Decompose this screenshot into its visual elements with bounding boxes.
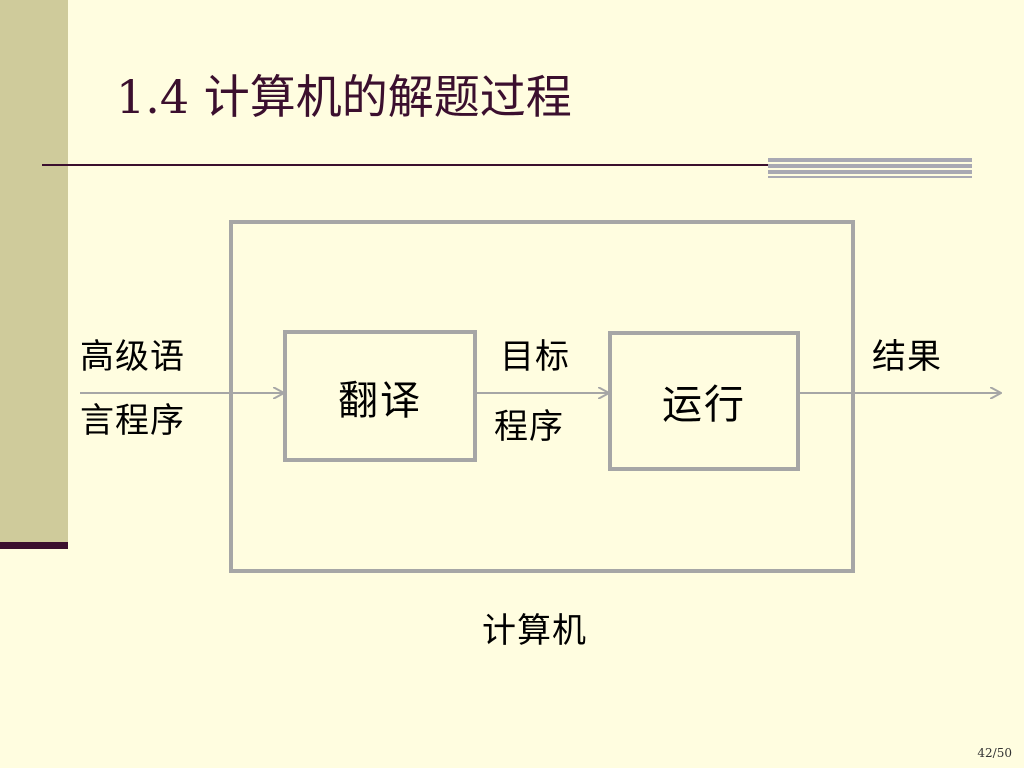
slide-title: 1.4 计算机的解题过程 <box>116 70 572 124</box>
computer-label: 计算机 <box>482 611 587 651</box>
left-sidebar-base-line <box>0 542 68 549</box>
middle-label-line1: 目标 <box>500 337 570 377</box>
left-sidebar-bar <box>0 0 68 548</box>
translate-label: 翻译 <box>338 378 422 424</box>
output-label: 结果 <box>872 337 942 377</box>
run-label: 运行 <box>662 382 746 428</box>
input-label-line2: 言程序 <box>80 401 185 441</box>
run-box <box>608 331 800 471</box>
page-number: 42/50 <box>977 746 1012 760</box>
translate-box <box>283 330 477 462</box>
title-accent-stripes <box>768 158 972 178</box>
input-label-line1: 高级语 <box>80 337 185 377</box>
middle-label-line2: 程序 <box>494 407 564 447</box>
title-underline <box>42 164 972 166</box>
computer-container-box <box>229 220 855 573</box>
